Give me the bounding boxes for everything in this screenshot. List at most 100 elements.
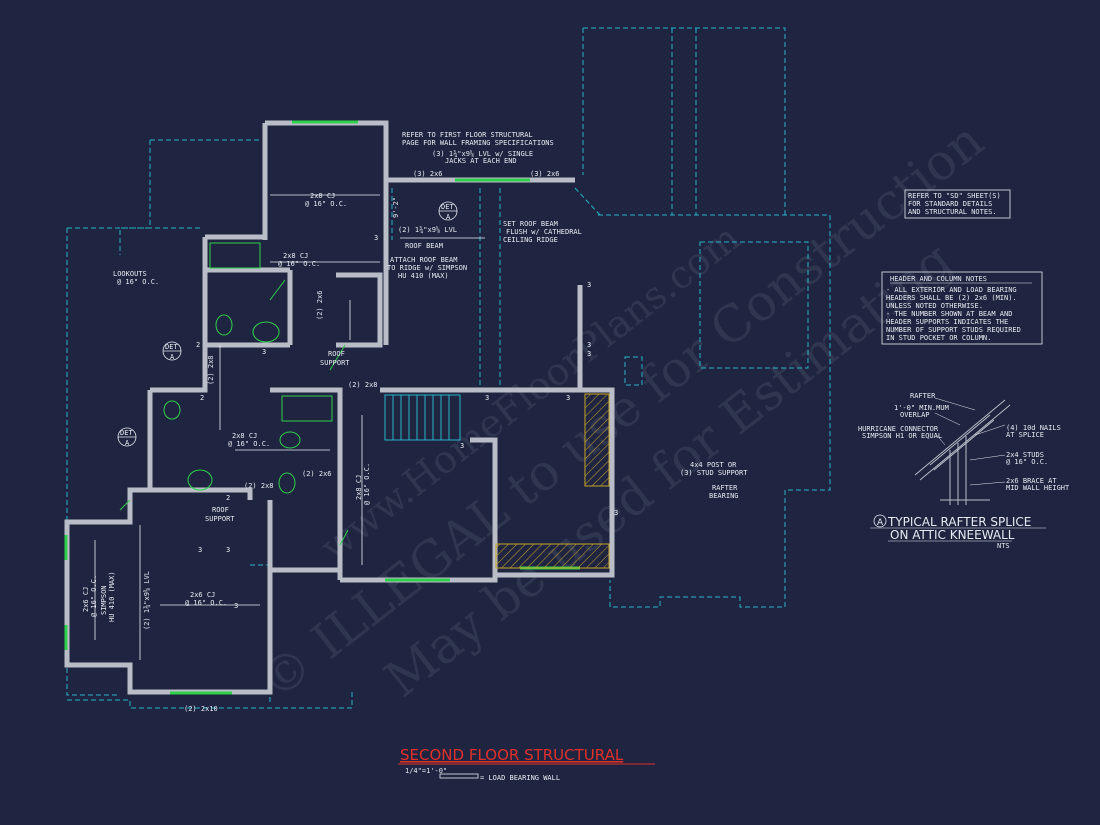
svg-text:(4) 10d NAILS: (4) 10d NAILS xyxy=(1006,424,1061,432)
bathtub-1 xyxy=(209,242,261,269)
drawing-scale: 1/4"=1'-0" xyxy=(405,767,447,775)
svg-text:FLUSH w/ CATHEDRAL: FLUSH w/ CATHEDRAL xyxy=(506,228,582,236)
svg-text:(2) 2x8: (2) 2x8 xyxy=(244,482,274,490)
svg-text:2x6 BRACE AT: 2x6 BRACE AT xyxy=(1006,477,1057,485)
svg-text:REFER TO FIRST FLOOR STRUCTURA: REFER TO FIRST FLOOR STRUCTURAL xyxy=(402,131,533,139)
svg-text:(2) 2x8: (2) 2x8 xyxy=(207,355,215,385)
dimension-lines xyxy=(94,194,485,660)
svg-text:- THE NUMBER SHOWN AT BEAM AND: - THE NUMBER SHOWN AT BEAM AND xyxy=(886,310,1012,318)
svg-text:3: 3 xyxy=(587,341,591,349)
svg-text:IN STUD POCKET OR COLUMN.: IN STUD POCKET OR COLUMN. xyxy=(886,334,991,342)
svg-text:SIMPSON H1 OR EQUAL: SIMPSON H1 OR EQUAL xyxy=(862,432,942,440)
svg-text:(3) 1¾"x9⅝ LVL w/ SINGLE: (3) 1¾"x9⅝ LVL w/ SINGLE xyxy=(432,150,533,158)
svg-text:@ 16" O.C.: @ 16" O.C. xyxy=(363,463,371,505)
svg-text:@ 16" O.C.: @ 16" O.C. xyxy=(305,200,347,208)
svg-text:(3) 2x6: (3) 2x6 xyxy=(530,170,560,178)
svg-text:ROOF: ROOF xyxy=(328,350,345,358)
svg-text:A: A xyxy=(170,353,175,361)
sd-note: REFER TO "SD" SHEET(S) FOR STANDARD DETA… xyxy=(904,189,1011,219)
svg-text:3: 3 xyxy=(485,394,489,402)
svg-text:3: 3 xyxy=(374,234,378,242)
svg-text:(2) 2x8: (2) 2x8 xyxy=(348,381,378,389)
svg-text:PAGE FOR WALL FRAMING SPECIFIC: PAGE FOR WALL FRAMING SPECIFICATIONS xyxy=(402,139,554,147)
svg-text:2x8 CJ: 2x8 CJ xyxy=(283,252,308,260)
svg-text:3: 3 xyxy=(614,509,618,517)
toilet-2 xyxy=(279,431,301,449)
svg-text:DET: DET xyxy=(441,203,454,211)
svg-text:DET: DET xyxy=(165,343,178,351)
toilet-1 xyxy=(215,314,233,336)
svg-text:JACKS AT EACH END: JACKS AT EACH END xyxy=(445,157,517,165)
stud-counts: 3 3 2 3 3 3 3 3 3 3 2 2 3 3 3 xyxy=(196,234,618,610)
rafter-splice-detail: RAFTER 1'-0" MIN.MUM OVERLAP HURRICANE C… xyxy=(858,392,1070,550)
svg-text:A: A xyxy=(125,439,130,447)
svg-text:2: 2 xyxy=(226,494,230,502)
svg-text:FOR STANDARD DETAILS: FOR STANDARD DETAILS xyxy=(908,200,992,208)
svg-text:(2) 2x6: (2) 2x6 xyxy=(302,470,332,478)
svg-text:SIMPSON: SIMPSON xyxy=(100,585,108,615)
svg-text:2x6 CJ: 2x6 CJ xyxy=(190,591,215,599)
bearing-hatch xyxy=(495,393,610,569)
svg-text:TO RIDGE w/ SIMPSON: TO RIDGE w/ SIMPSON xyxy=(387,264,467,272)
svg-text:(2) 2x10: (2) 2x10 xyxy=(184,705,218,713)
svg-text:(3) 2x6: (3) 2x6 xyxy=(413,170,443,178)
svg-text:3: 3 xyxy=(587,350,591,358)
svg-text:3: 3 xyxy=(262,348,266,356)
detail-title-1: TYPICAL RAFTER SPLICE xyxy=(887,515,1031,529)
bathtub-2 xyxy=(281,395,333,422)
svg-text:3: 3 xyxy=(566,394,570,402)
svg-text:OVERLAP: OVERLAP xyxy=(900,411,930,419)
svg-text:@ 16" O.C.: @ 16" O.C. xyxy=(1006,458,1048,466)
svg-text:CEILING RIDGE: CEILING RIDGE xyxy=(503,236,558,244)
svg-text:2x8 CJ: 2x8 CJ xyxy=(355,475,363,500)
svg-text:REFER TO "SD" SHEET(S): REFER TO "SD" SHEET(S) xyxy=(908,192,1001,200)
svg-text:(2) 1¾"x9⅝ LVL: (2) 1¾"x9⅝ LVL xyxy=(398,226,457,234)
detail-markers xyxy=(117,201,458,447)
legend-swatch xyxy=(439,773,479,779)
svg-text:HURRICANE CONNECTOR: HURRICANE CONNECTOR xyxy=(858,425,939,433)
svg-text:SUPPORT: SUPPORT xyxy=(320,359,350,367)
svg-text:HU 410 (MAX): HU 410 (MAX) xyxy=(108,571,116,622)
svg-text:2x4 STUDS: 2x4 STUDS xyxy=(1006,451,1044,459)
svg-text:ROOF BEAM: ROOF BEAM xyxy=(405,242,443,250)
svg-text:2x8 CJ: 2x8 CJ xyxy=(232,432,257,440)
sink-1 xyxy=(252,321,280,343)
drawing-title: SECOND FLOOR STRUCTURAL xyxy=(400,746,624,764)
svg-text:@ 16" O.C.: @ 16" O.C. xyxy=(185,599,227,607)
svg-text:(2) 2x6: (2) 2x6 xyxy=(316,290,324,320)
svg-text:3: 3 xyxy=(198,546,202,554)
svg-text:RAFTER: RAFTER xyxy=(910,392,936,400)
svg-text:3: 3 xyxy=(587,281,591,289)
header-notes-title: HEADER AND COLUMN NOTES xyxy=(890,275,987,283)
header-column-notes: HEADER AND COLUMN NOTES - ALL EXTERIOR A… xyxy=(881,271,1043,345)
svg-text:@ 16" O.C.: @ 16" O.C. xyxy=(278,260,320,268)
svg-text:HEADERS SHALL BE (2) 2x6 (MIN): HEADERS SHALL BE (2) 2x6 (MIN). xyxy=(886,294,1017,302)
svg-text:AND STRUCTURAL NOTES.: AND STRUCTURAL NOTES. xyxy=(908,208,997,216)
vertical-labels: 9'-2" (2) 2x6 (2) 2x8 2x8 CJ @ 16" O.C. … xyxy=(82,197,400,630)
detail-number: A xyxy=(877,518,884,528)
svg-text:UNLESS NOTED OTHERWISE.: UNLESS NOTED OTHERWISE. xyxy=(886,302,983,310)
svg-text:3: 3 xyxy=(226,546,230,554)
svg-text:4x4 POST OR: 4x4 POST OR xyxy=(690,461,737,469)
svg-text:NTS: NTS xyxy=(997,542,1010,550)
fixtures xyxy=(119,242,349,546)
svg-text:DET: DET xyxy=(120,429,133,437)
svg-text:@ 16" O.C.: @ 16" O.C. xyxy=(90,575,98,617)
sink-2 xyxy=(187,469,213,491)
svg-text:LOOKOUTS: LOOKOUTS xyxy=(113,270,147,278)
svg-text:2x6 CJ: 2x6 CJ xyxy=(82,587,90,612)
svg-text:A: A xyxy=(446,213,451,221)
svg-text:BEARING: BEARING xyxy=(709,492,739,500)
svg-text:2: 2 xyxy=(196,341,200,349)
svg-text:@ 16" O.C.: @ 16" O.C. xyxy=(117,278,159,286)
svg-text:AT SPLICE: AT SPLICE xyxy=(1006,431,1044,439)
svg-text:3: 3 xyxy=(234,602,238,610)
svg-text:@ 16" O.C.: @ 16" O.C. xyxy=(228,440,270,448)
svg-text:(2) 1¾"x9⅝ LVL: (2) 1¾"x9⅝ LVL xyxy=(143,571,151,630)
plan-labels: REFER TO FIRST FLOOR STRUCTURAL PAGE FOR… xyxy=(113,131,748,713)
watermark-line-1: © ILLEGAL to use for Construction xyxy=(249,111,994,711)
svg-text:(3) STUD SUPPORT: (3) STUD SUPPORT xyxy=(680,469,748,477)
stairs xyxy=(384,394,461,441)
